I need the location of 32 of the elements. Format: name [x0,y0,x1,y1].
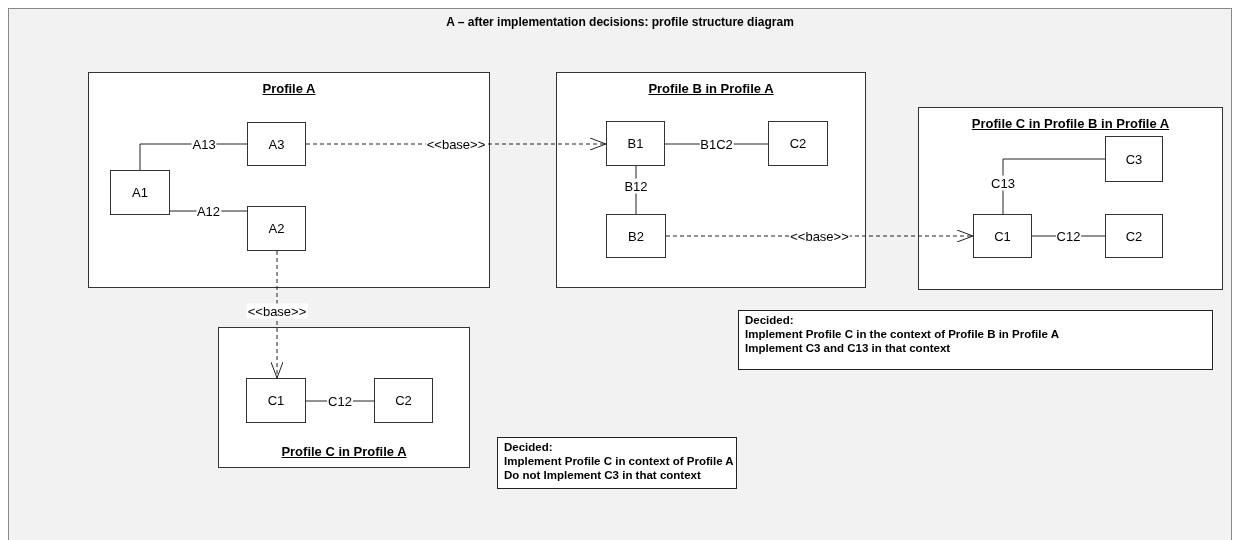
profile-frame [88,72,490,288]
edge-label: B12 [623,178,649,194]
diagram-title: A – after implementation decisions: profile structure diagram [445,15,795,29]
class-box: A2 [247,206,306,251]
class-box: B1 [606,121,665,166]
note-text: Implement C3 and C13 in that context [745,341,952,355]
connector-line [1002,158,1106,215]
class-box: C2 [374,378,433,423]
edge-label: <<base>> [246,303,308,318]
class-box: B2 [606,214,666,258]
edge-label: C13 [990,175,1016,190]
note-text: Implement Profile C in the context of Profile B in Profile A [745,327,1060,341]
profile-heading: Profile B in Profile A [648,81,774,96]
note-box [497,437,737,489]
profile-heading: Profile A [262,81,316,96]
class-box: C1 [246,378,306,423]
note-text: Decided: [504,440,554,454]
dependency-arrow [270,250,284,379]
note-text: Decided: [745,313,795,327]
note-box [738,310,1213,370]
class-box: A3 [247,122,306,166]
note-text: Do not Implement C3 in that context [504,468,702,482]
profile-heading: Profile C in Profile A [281,444,407,459]
class-box: C2 [1105,214,1163,258]
class-box: C1 [973,214,1032,258]
profile-frame [918,107,1223,290]
profile-frame [218,327,470,468]
profile-heading: Profile C in Profile B in Profile A [971,116,1170,131]
profile-frame [556,72,866,288]
class-box: C3 [1105,136,1163,182]
class-box: A1 [110,170,170,215]
class-box: C2 [768,121,828,166]
